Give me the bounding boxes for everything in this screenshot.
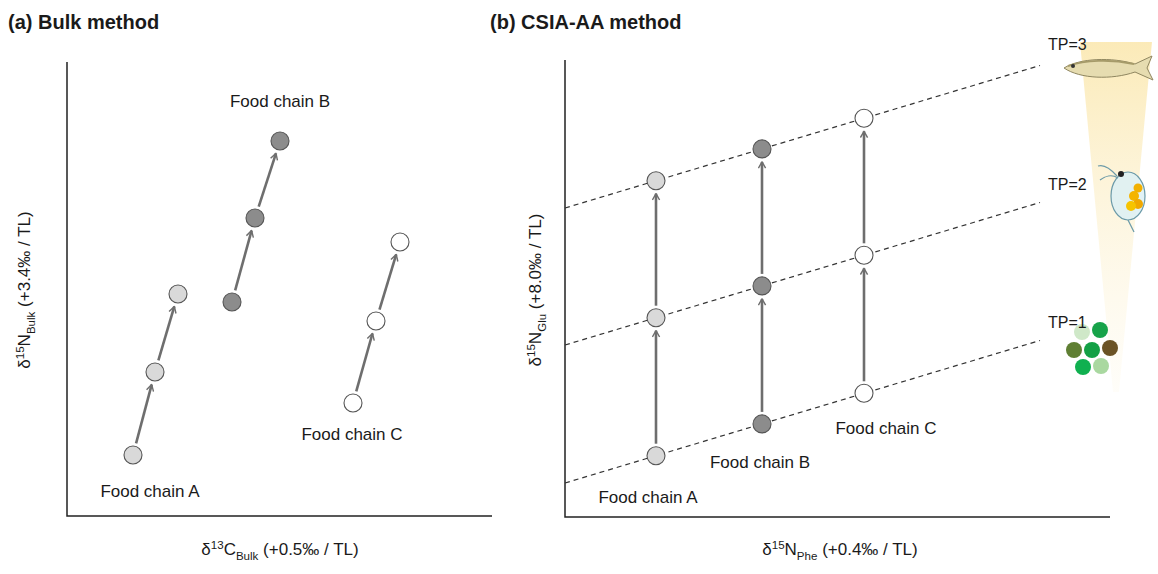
trophic-arrow (655, 331, 658, 444)
chain-label: Food chain A (100, 482, 199, 502)
sample-point (124, 446, 142, 464)
sample-point (647, 447, 665, 465)
sample-point (146, 363, 164, 381)
panel-title: (a) Bulk method (8, 11, 159, 34)
sample-point (647, 172, 665, 190)
sample-point (367, 312, 385, 330)
trophic-line (565, 203, 1040, 346)
chain-label: Food chain C (301, 425, 402, 445)
trophic-line (565, 66, 1040, 209)
fish-icon (1064, 56, 1153, 80)
trophic-arrow (136, 385, 152, 444)
trophic-arrow (158, 306, 174, 360)
trophic-line (565, 341, 1040, 484)
panel-title: (b) CSIA-AA method (490, 11, 681, 34)
chain-label: Food chain A (598, 488, 697, 508)
sample-point (271, 132, 289, 150)
sample-point (391, 233, 409, 251)
sample-point (344, 394, 362, 412)
axis-title: δ15NPhe (+0.4‰ / TL) (762, 540, 917, 560)
trophic-arrow (356, 334, 372, 392)
trophic-arrow (863, 131, 866, 243)
axis-title: δ15NBulk (+3.4‰ / TL) (15, 211, 35, 368)
axis (67, 62, 492, 516)
daphnia-icon (1098, 165, 1145, 232)
chain-label: Food chain B (230, 92, 330, 112)
axis (565, 60, 1110, 517)
trophic-arrow (379, 254, 396, 309)
axis-title: δ13CBulk (+0.5‰ / TL) (201, 540, 358, 560)
trophic-position-label: TP=2 (1048, 176, 1087, 194)
sample-point (855, 109, 873, 127)
trophic-arrow (259, 153, 276, 206)
sample-point (855, 384, 873, 402)
axis-title: δ15NGlu (+8.0‰ / TL) (526, 214, 546, 367)
sample-point (223, 293, 241, 311)
sample-point (169, 285, 187, 303)
sample-point (855, 246, 873, 264)
sample-point (753, 415, 771, 433)
trophic-arrow (761, 299, 764, 412)
trophic-arrow (863, 268, 866, 381)
trophic-band (1080, 42, 1152, 392)
sample-point (647, 309, 665, 327)
sample-point (246, 209, 264, 227)
trophic-arrow (655, 194, 658, 306)
chain-label: Food chain B (710, 453, 810, 473)
trophic-arrow (761, 162, 764, 274)
sample-point (753, 277, 771, 295)
trophic-position-label: TP=3 (1048, 36, 1087, 54)
chain-label: Food chain C (835, 419, 936, 439)
trophic-arrow (235, 231, 251, 291)
sample-point (753, 140, 771, 158)
trophic-position-label: TP=1 (1048, 314, 1087, 332)
